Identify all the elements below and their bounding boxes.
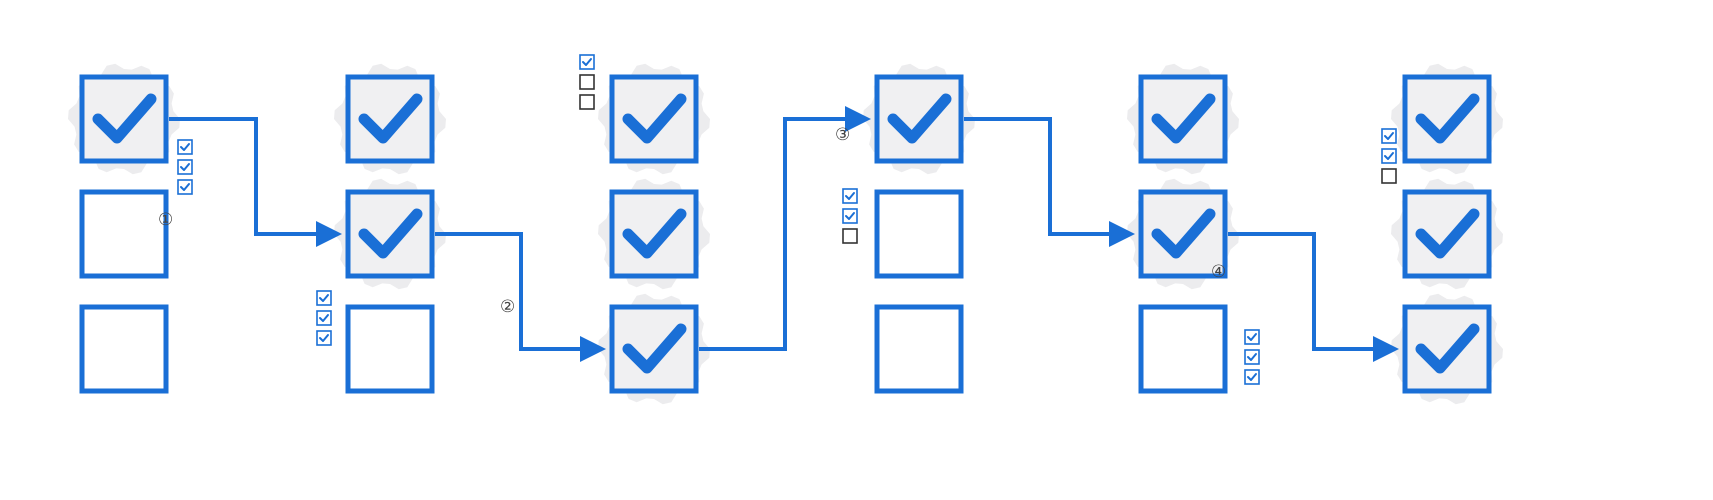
checkbox-3-1 xyxy=(609,74,699,164)
mini-checklist-1 xyxy=(177,139,193,195)
checkbox-1-2 xyxy=(79,189,169,279)
mini-checklist-4 xyxy=(842,188,858,244)
mini-check-mark xyxy=(319,294,329,302)
mini-checklist-3 xyxy=(579,54,595,110)
checkmark-icon xyxy=(358,93,423,144)
mini-check-mark xyxy=(180,163,190,171)
arrow-right-icon xyxy=(580,336,606,362)
checkbox-5-2 xyxy=(1138,189,1228,279)
mini-check-mark xyxy=(1384,132,1394,140)
empty-box-icon xyxy=(842,228,858,244)
checked-box xyxy=(1138,74,1228,164)
mini-check-mark xyxy=(1247,333,1257,341)
mini-check-mark xyxy=(1384,152,1394,160)
arrow-right-icon xyxy=(316,221,342,247)
mini-checklist-6 xyxy=(1381,128,1397,184)
mini-checklist-2 xyxy=(316,290,332,346)
empty-box xyxy=(874,189,964,279)
checkmark-icon xyxy=(622,93,687,144)
connector-2 xyxy=(435,232,584,351)
checkmark-icon xyxy=(622,323,687,374)
empty-box xyxy=(874,304,964,394)
empty-box xyxy=(1138,304,1228,394)
checkbox-column-1 xyxy=(79,74,169,394)
mini-check-mark xyxy=(180,183,190,191)
mini-check-mark xyxy=(1247,373,1257,381)
arrow-right-icon xyxy=(845,106,871,132)
mini-checklist-5 xyxy=(1244,329,1260,385)
arrow-right-icon xyxy=(1373,336,1399,362)
connector-5 xyxy=(1228,232,1377,351)
empty-box xyxy=(345,304,435,394)
step-label-4: ③ xyxy=(835,125,850,145)
connector-1 xyxy=(169,117,320,236)
checkbox-3-3 xyxy=(609,304,699,394)
checkbox-6-3 xyxy=(1402,304,1492,394)
arrow-right-icon xyxy=(1109,221,1135,247)
empty-box-icon xyxy=(1381,168,1397,184)
checkmark-icon xyxy=(887,93,952,144)
checkbox-column-6 xyxy=(1402,74,1492,394)
step-label-1: ① xyxy=(158,210,173,230)
mini-check-mark xyxy=(319,334,329,342)
checkbox-columns xyxy=(79,74,1492,394)
checkbox-4-3 xyxy=(874,304,964,394)
checkmark-icon xyxy=(622,208,687,259)
checkbox-1-1 xyxy=(79,74,169,164)
checkmark-icon xyxy=(1151,208,1216,259)
checkbox-column-4 xyxy=(874,74,964,394)
step-labels: ① ② ③ ④ xyxy=(158,125,1226,317)
checkbox-2-3 xyxy=(345,304,435,394)
checkmark-icon xyxy=(92,93,157,144)
checkbox-4-1 xyxy=(874,74,964,164)
mini-check-mark xyxy=(582,58,592,66)
checkbox-5-3 xyxy=(1138,304,1228,394)
checkmark-icon xyxy=(1415,208,1480,259)
checkmark-icon xyxy=(1415,93,1480,144)
checked-box xyxy=(1402,189,1492,279)
mini-check-mark xyxy=(845,212,855,220)
empty-box xyxy=(79,189,169,279)
empty-box-icon xyxy=(579,74,595,90)
connector-4 xyxy=(964,117,1113,236)
checkbox-6-1 xyxy=(1402,74,1492,164)
step-label-5: ④ xyxy=(1211,262,1226,282)
mini-check-mark xyxy=(845,192,855,200)
checkbox-2-1 xyxy=(345,74,435,164)
mini-check-mark xyxy=(180,143,190,151)
checkbox-column-3 xyxy=(609,74,699,394)
empty-box xyxy=(79,304,169,394)
checkbox-4-2 xyxy=(874,189,964,279)
step-label-2: ② xyxy=(500,297,515,317)
mini-checklists xyxy=(177,54,1397,385)
checkmark-icon xyxy=(358,208,423,259)
checkbox-1-3 xyxy=(79,304,169,394)
checkbox-6-2 xyxy=(1402,189,1492,279)
mini-check-mark xyxy=(1247,353,1257,361)
checkbox-3-2 xyxy=(609,189,699,279)
connector-3 xyxy=(699,117,849,351)
empty-box-icon xyxy=(579,94,595,110)
checkmark-icon xyxy=(1151,93,1216,144)
checkmark-icon xyxy=(1415,323,1480,374)
checkbox-column-2 xyxy=(345,74,435,394)
connectors xyxy=(169,106,1399,362)
checkbox-5-1 xyxy=(1138,74,1228,164)
mini-check-mark xyxy=(319,314,329,322)
checkbox-2-2 xyxy=(345,189,435,279)
checkbox-column-5 xyxy=(1138,74,1228,394)
